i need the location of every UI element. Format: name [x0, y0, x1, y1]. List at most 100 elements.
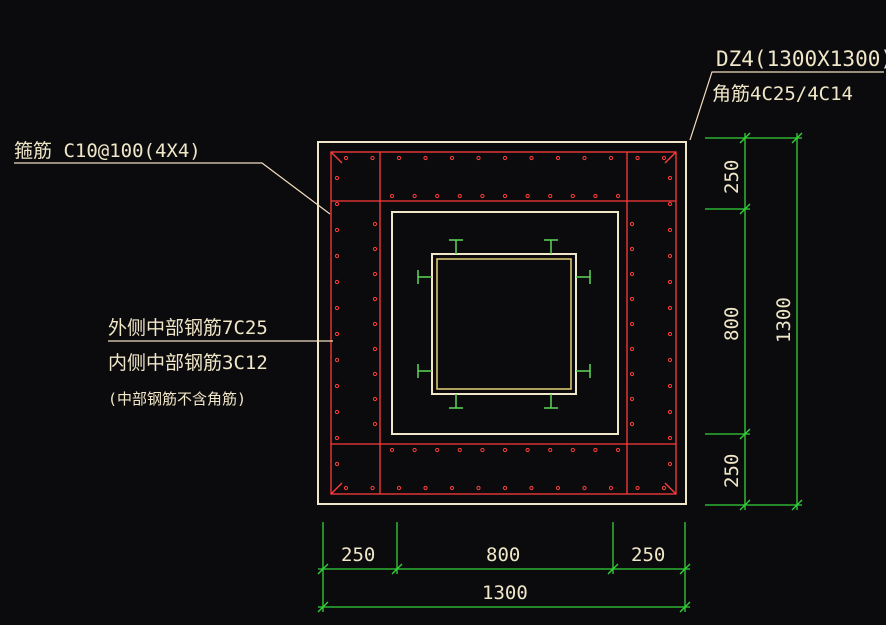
rebar-dot — [334, 305, 340, 311]
rebar-dot — [502, 447, 508, 453]
rebar-dot — [635, 485, 640, 491]
rebar-dot — [629, 221, 635, 227]
corner-bars-label: 角筋4C25/4C14 — [712, 83, 853, 105]
rebar-dot — [608, 485, 614, 491]
rebar-dot — [529, 155, 534, 161]
stud-top-left — [449, 239, 463, 254]
dim-tick-2 — [391, 563, 403, 575]
steel-core-inner — [436, 258, 572, 390]
rebar-dot — [529, 485, 534, 491]
rebar-dot — [334, 331, 340, 337]
rebar-dot — [334, 461, 340, 467]
rebar-dot — [423, 155, 428, 161]
rebar-dot — [372, 421, 378, 427]
rebar-dot — [334, 383, 340, 389]
rebar-dot — [480, 193, 485, 199]
rebar-dot — [449, 155, 455, 161]
rebar-dot — [667, 331, 673, 337]
rebar-dot — [667, 175, 673, 181]
dim-bottom-right: 250 — [631, 544, 665, 566]
inner-opening-outline — [391, 211, 619, 435]
rebar-dot — [476, 155, 481, 161]
stud-right-bottom — [576, 364, 591, 378]
outer-hoop — [330, 151, 677, 495]
rebar-dot — [667, 383, 673, 389]
rebar-dot — [389, 447, 395, 453]
rebar-dot — [370, 485, 375, 491]
rebar-dot — [389, 193, 395, 199]
dim-tick-4 — [679, 563, 691, 575]
rebar-dot — [629, 371, 635, 377]
rebar-dot — [435, 193, 440, 199]
mid-bars-note: (中部钢筋不含角筋) — [108, 390, 246, 408]
dim-right-top: 250 — [721, 160, 743, 194]
rebar-dot — [372, 221, 378, 227]
rebar-dot — [449, 485, 455, 491]
rebar-dot — [412, 193, 417, 199]
rebar-dot — [667, 253, 673, 259]
rebar-dot — [629, 296, 635, 302]
leader-lines — [14, 71, 884, 342]
hoop-hook-tl — [330, 151, 343, 164]
stud-right-top — [576, 270, 591, 284]
dim-bottom-mid: 800 — [486, 544, 520, 566]
column-outline — [317, 141, 687, 505]
rebar-dot — [457, 447, 462, 453]
rebar-dot — [582, 485, 587, 491]
dim-tick-1 — [317, 563, 329, 575]
rebar-dot — [629, 396, 635, 402]
rebar-dot — [667, 227, 673, 233]
hoop-hook-tr — [664, 151, 677, 164]
rebar-dot — [476, 485, 481, 491]
dim-tick-r2 — [739, 203, 751, 215]
stud-bottom-right — [544, 394, 558, 409]
rebar-dot — [667, 461, 673, 467]
rebar-dot — [334, 175, 340, 181]
rebar-dot — [629, 321, 635, 327]
rebar-dot — [334, 357, 340, 363]
rebar-dot — [635, 155, 640, 161]
rebar-dot — [570, 447, 575, 453]
hoop-hook-bl — [330, 482, 343, 495]
rebar-dot — [334, 409, 340, 415]
rebar-dot — [372, 271, 378, 277]
stud-top-right — [544, 239, 558, 254]
rebar-dot — [548, 447, 553, 453]
rebar-dot — [343, 155, 349, 161]
dim-tick-r3 — [739, 428, 751, 440]
stud-bottom-left — [449, 394, 463, 409]
rebar-dot — [555, 155, 561, 161]
rebar-dot — [372, 296, 378, 302]
rebar-dot — [667, 201, 673, 207]
dim-tick-r1 — [739, 132, 751, 144]
rebar-dot — [334, 253, 340, 259]
rebar-dot — [334, 435, 340, 441]
steel-studs — [417, 239, 591, 409]
rebar-dot — [502, 193, 508, 199]
dim-tick-r6 — [791, 499, 803, 511]
rebar-dot — [412, 447, 417, 453]
stud-left-bottom — [417, 364, 432, 378]
rebar-dot — [396, 485, 402, 491]
rebar-dot — [661, 155, 667, 161]
dim-tick-r4 — [739, 499, 751, 511]
dim-right-total: 1300 — [773, 297, 795, 343]
rebar-dot — [502, 155, 508, 161]
rebar-dot — [661, 485, 667, 491]
dim-tick-3 — [607, 563, 619, 575]
rebar-dot — [372, 346, 378, 352]
leader-column-id — [689, 71, 884, 141]
rebar-dot — [593, 447, 598, 453]
rebar-dot — [525, 447, 530, 453]
dim-right-mid: 800 — [721, 307, 743, 341]
rebar-dot — [570, 193, 575, 199]
leader-stirrup — [14, 162, 331, 215]
stirrup-label: 箍筋 C10@100(4X4) — [14, 140, 201, 162]
outer-mid-bars-label: 外侧中部钢筋7C25 — [108, 317, 268, 339]
column-id-label: DZ4(1300X1300) — [716, 47, 886, 71]
rebar-dot — [372, 321, 378, 327]
rebar-dot — [667, 435, 673, 441]
dim-tick-5 — [317, 601, 329, 613]
